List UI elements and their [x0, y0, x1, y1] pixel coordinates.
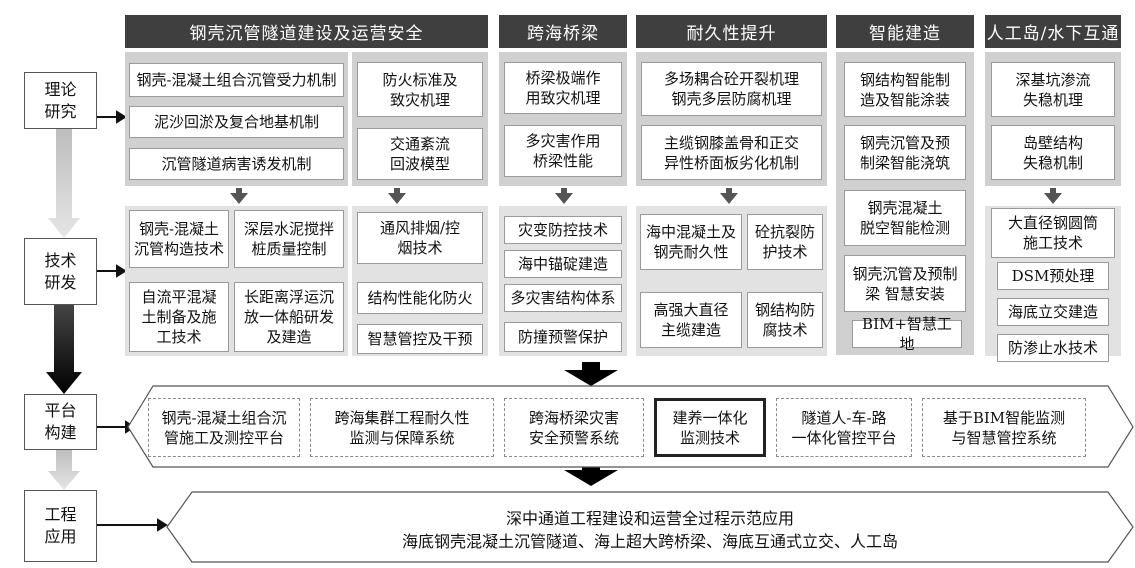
theory-box: 桥梁极端作 用致灾机理: [504, 62, 622, 114]
header-tunnel: 钢壳沉管隧道建设及运营安全: [125, 15, 488, 48]
big-arrow-tech-to-platform: [564, 362, 618, 386]
tech-box: 多灾害结构体系: [504, 284, 622, 312]
platform-box-highlighted: 建养一体化 监测技术: [654, 398, 766, 457]
theory-box: 沉管隧道病害诱发机制: [129, 148, 344, 180]
tech-box: 通风排烟/控 烟技术: [357, 212, 483, 264]
tech-box: 智慧管控及干预: [357, 324, 483, 354]
tech-box: 海底立交建造: [997, 298, 1109, 326]
platform-box: 基于BIM智能监测 与智慧管控系统: [922, 398, 1086, 457]
platform-box: 跨海集群工程耐久性 监测与保障系统: [310, 398, 494, 457]
flow-arrow-theory-to-tech: [48, 129, 80, 238]
stage-engineering: 工程 应用: [24, 490, 97, 562]
tech-box: 大直径钢圆筒 施工技术: [991, 208, 1115, 258]
tech-box: 高强大直径 主缆建造: [640, 292, 742, 348]
theory-box: 钢壳-混凝土组合沉管受力机制: [129, 63, 344, 97]
header-bridge: 跨海桥梁: [499, 15, 627, 48]
smart-box: 钢壳沉管及预制 梁 智慧安装: [844, 255, 966, 312]
stage-tech: 技术 研发: [24, 238, 97, 305]
smart-box: 钢壳沉管及预 制梁智能浇筑: [844, 125, 966, 180]
engineering-line-2: 海底钢壳混凝土沉管隧道、海上超大跨桥梁、海底互通式立交、人工岛: [401, 532, 898, 551]
stage-platform: 平台 构建: [24, 394, 97, 450]
tech-box: 海中混凝土及 钢壳耐久性: [640, 214, 742, 270]
theory-box: 交通紊流 回波模型: [357, 128, 483, 180]
platform-box: 跨海桥梁灾害 安全预警系统: [504, 398, 644, 457]
smart-box: BIM+智慧工地: [852, 315, 962, 353]
stage-theory: 理论 研究: [24, 72, 97, 129]
theory-box: 岛壁结构 失稳机制: [991, 125, 1115, 180]
flow-arrow-platform-to-engineering: [48, 450, 80, 490]
theory-box: 多场耦合砼开裂机理 钢壳多层防腐机理: [641, 62, 822, 116]
tech-box: 长距离浮运沉 放一体船研发 及建造: [234, 282, 344, 352]
tech-box: DSM预处理: [997, 262, 1109, 290]
tech-box: 海中锚碇建造: [504, 250, 622, 278]
platform-box: 隧道人-车-路 一体化管控平台: [776, 398, 912, 457]
tech-box: 防渗止水技术: [997, 334, 1109, 362]
tech-box: 灾变防控技术: [504, 216, 622, 244]
header-island: 人工岛/水下互通: [985, 15, 1121, 48]
theory-box: 多灾害作用 桥梁性能: [504, 125, 622, 177]
tech-box: 钢壳-混凝土 沉管构造技术: [129, 210, 229, 268]
smart-box: 钢结构智能制 造及智能涂装: [844, 62, 966, 117]
theory-box: 防火标准及 致灾机理: [357, 62, 483, 117]
tech-box: 深层水泥搅拌 桩质量控制: [234, 210, 344, 268]
smart-box: 钢壳混凝土 脱空智能检测: [844, 190, 966, 246]
header-smart: 智能建造: [836, 15, 974, 48]
header-durability: 耐久性提升: [636, 15, 827, 48]
flow-arrow-tech-to-platform: [46, 305, 82, 394]
big-arrow-platform-to-engineering: [564, 462, 618, 486]
tech-box: 自流平混凝 土制备及施 工技术: [129, 282, 229, 352]
tech-box: 砼抗裂防 护技术: [747, 214, 823, 270]
tech-box: 钢结构防 腐技术: [747, 292, 823, 348]
engineering-band-outline: [166, 491, 1134, 563]
theory-box: 泥沙回淤及复合地基机制: [129, 106, 344, 138]
theory-box: 深基坑渗流 失稳机理: [991, 62, 1115, 117]
tech-box: 结构性能化防火: [357, 282, 483, 314]
theory-box: 主缆钢膝盖骨和正交 异性桥面板劣化机制: [641, 125, 822, 180]
tech-box: 防撞预警保护: [504, 322, 622, 352]
platform-box: 钢壳-混凝土组合沉 管施工及测控平台: [148, 398, 300, 457]
engineering-line-1: 深中通道工程建设和运营全过程示范应用: [505, 509, 794, 528]
